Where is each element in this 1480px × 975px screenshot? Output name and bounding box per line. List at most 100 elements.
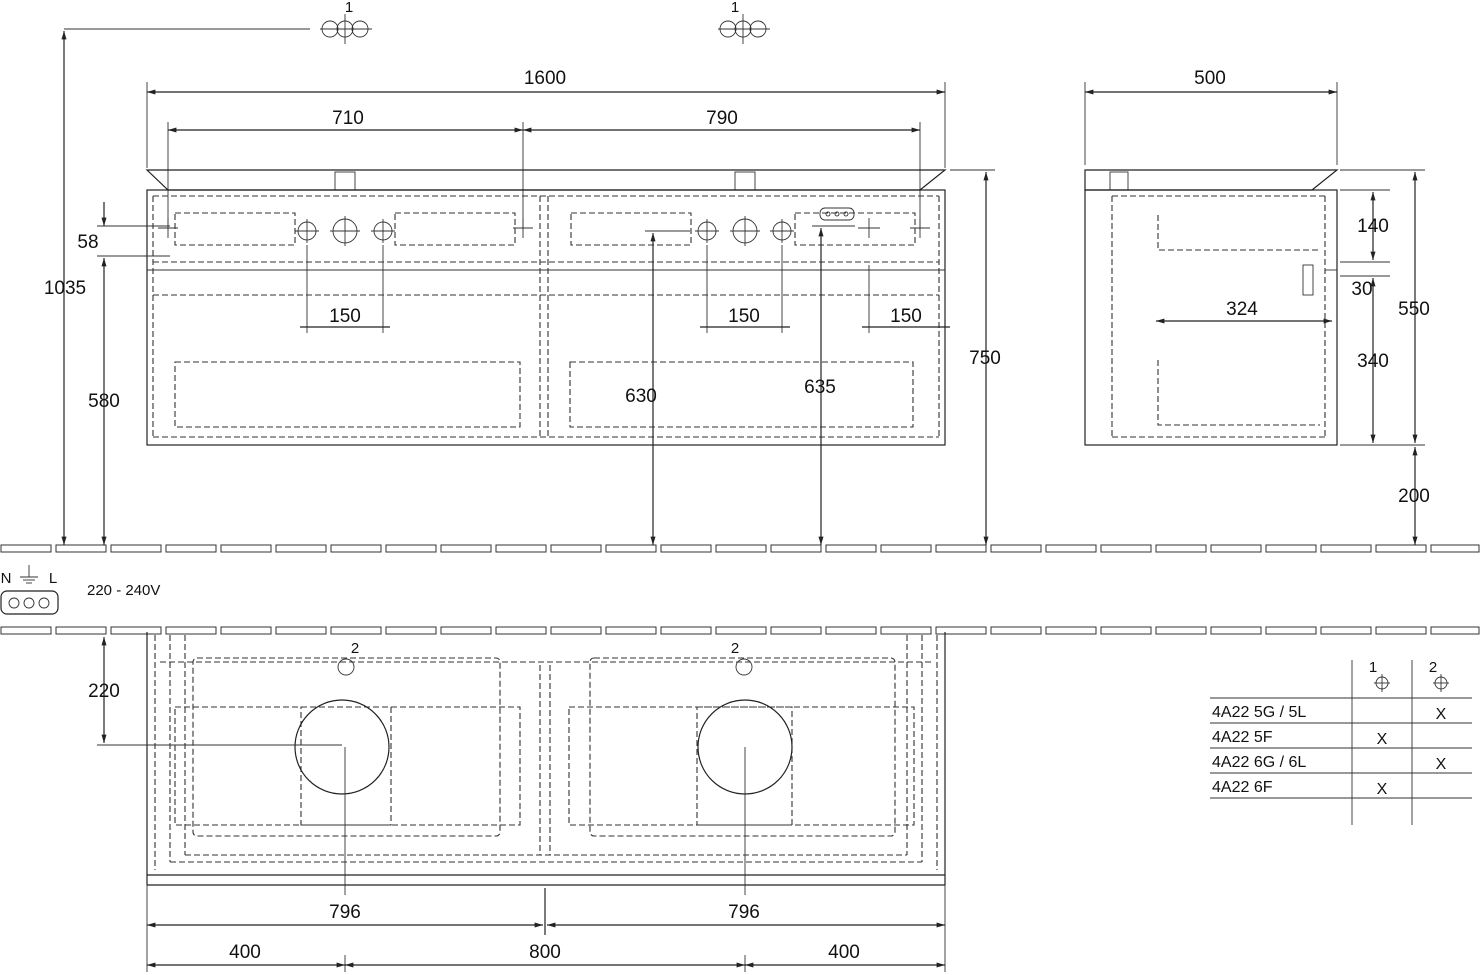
wall-brick xyxy=(110,626,162,635)
target-icon xyxy=(1374,674,1390,692)
wall-brick xyxy=(660,626,712,635)
dim-height-to-panel: 580 xyxy=(88,391,120,412)
side-view: 500 140 30 340 324 550 200 xyxy=(1084,68,1430,545)
ground-icon xyxy=(20,565,38,584)
wall-brick xyxy=(1375,626,1427,635)
wall-brick xyxy=(1265,544,1317,553)
dim-left-span: 710 xyxy=(332,108,364,129)
table-cell: X xyxy=(1436,756,1447,773)
variant-table: 1 2 4A22 5G / 5L X 4A22 5F X 4A22 6G / 6… xyxy=(1210,659,1472,825)
dim-edge-right: 400 xyxy=(828,942,860,963)
table-cell: X xyxy=(1377,781,1388,798)
wall-brick xyxy=(715,626,767,635)
wall-brick xyxy=(1210,544,1262,553)
target-icon xyxy=(1433,674,1449,692)
tap-icon xyxy=(330,216,360,246)
socket-icon xyxy=(819,207,855,221)
neutral-label: N xyxy=(1,570,12,587)
wall-brick xyxy=(660,544,712,553)
dim-bowl-right: 796 xyxy=(728,902,760,923)
wall-brick xyxy=(1265,626,1317,635)
wall-brick xyxy=(1100,626,1152,635)
tap-icon xyxy=(695,219,719,243)
wall-brick xyxy=(990,626,1042,635)
wall-brick xyxy=(385,626,437,635)
wall-brick xyxy=(550,626,602,635)
wall-brick xyxy=(165,626,217,635)
wall-brick xyxy=(495,626,547,635)
dim-inner-depth: 324 xyxy=(1226,299,1258,320)
dim-gap: 30 xyxy=(1351,279,1372,300)
wall-brick xyxy=(605,626,657,635)
wall-brick xyxy=(55,544,107,553)
wall-brick xyxy=(880,626,932,635)
callout-symbol-1-mid: 1 xyxy=(718,0,770,44)
wall-brick xyxy=(1045,544,1097,553)
tap-icon xyxy=(730,216,760,246)
wall-brick xyxy=(1045,626,1097,635)
table-row-model: 4A22 6F xyxy=(1212,779,1273,796)
wall-brick xyxy=(110,544,162,553)
socket-icon xyxy=(0,590,59,615)
wall-brick xyxy=(330,544,382,553)
dim-drain-height: 630 xyxy=(625,386,657,407)
wall-brick xyxy=(275,544,327,553)
table-cell: X xyxy=(1377,731,1388,748)
dim-total-height: 1035 xyxy=(44,278,86,299)
dim-side-total: 550 xyxy=(1398,299,1430,320)
callout-symbol-1-left: 1 xyxy=(64,0,372,44)
wall-brick xyxy=(825,544,877,553)
wall-brick xyxy=(1155,626,1207,635)
dim-bowl-left: 796 xyxy=(329,902,361,923)
dim-overall-width: 1600 xyxy=(524,68,566,89)
voltage-label: 220 - 240V xyxy=(87,582,160,599)
wall-brick xyxy=(1430,626,1480,635)
wall-brick xyxy=(550,544,602,553)
wall-brick xyxy=(1320,626,1372,635)
dim-tap-spacing-right: 150 xyxy=(890,306,922,327)
dim-panel-height: 58 xyxy=(77,232,98,253)
callout-label: 1 xyxy=(345,0,353,16)
wall-line xyxy=(0,544,1480,635)
wall-brick xyxy=(990,544,1042,553)
plan-view: 2 2 220 796 796 400 800 400 xyxy=(88,632,946,972)
callout-label: 2 xyxy=(351,640,359,657)
wall-brick xyxy=(0,626,52,635)
dim-drawer-top: 140 xyxy=(1357,216,1389,237)
wall-brick xyxy=(275,626,327,635)
table-header-2: 2 xyxy=(1429,659,1437,676)
tap-icon xyxy=(295,219,319,243)
table-row-model: 4A22 5G / 5L xyxy=(1212,704,1306,721)
tap-icon xyxy=(371,219,395,243)
wall-brick xyxy=(495,544,547,553)
table-header-1: 1 xyxy=(1369,659,1377,676)
wall-brick xyxy=(715,544,767,553)
wall-brick xyxy=(330,626,382,635)
dim-right-span: 790 xyxy=(706,108,738,129)
wall-brick xyxy=(935,544,987,553)
callout-label: 2 xyxy=(731,640,739,657)
wall-brick xyxy=(935,626,987,635)
wall-brick xyxy=(55,626,107,635)
wall-brick xyxy=(825,626,877,635)
dim-tap-spacing-mid: 150 xyxy=(728,306,760,327)
dim-tap-spacing-left: 150 xyxy=(329,306,361,327)
table-row-model: 4A22 5F xyxy=(1212,729,1273,746)
wall-brick xyxy=(1100,544,1152,553)
wall-brick xyxy=(1155,544,1207,553)
dim-outlet-height: 635 xyxy=(804,377,836,398)
callout-label: 1 xyxy=(731,0,739,16)
wall-brick xyxy=(385,544,437,553)
tap-icon xyxy=(770,219,794,243)
dim-edge-left: 400 xyxy=(229,942,261,963)
wall-brick xyxy=(1320,544,1372,553)
dim-drawer-bottom: 340 xyxy=(1357,351,1389,372)
dim-floor-clearance: 200 xyxy=(1398,486,1430,507)
wall-brick xyxy=(440,544,492,553)
wall-brick xyxy=(0,544,52,553)
wall-brick xyxy=(1210,626,1262,635)
wall-brick xyxy=(165,544,217,553)
table-cell: X xyxy=(1436,706,1447,723)
dim-center: 800 xyxy=(529,942,561,963)
